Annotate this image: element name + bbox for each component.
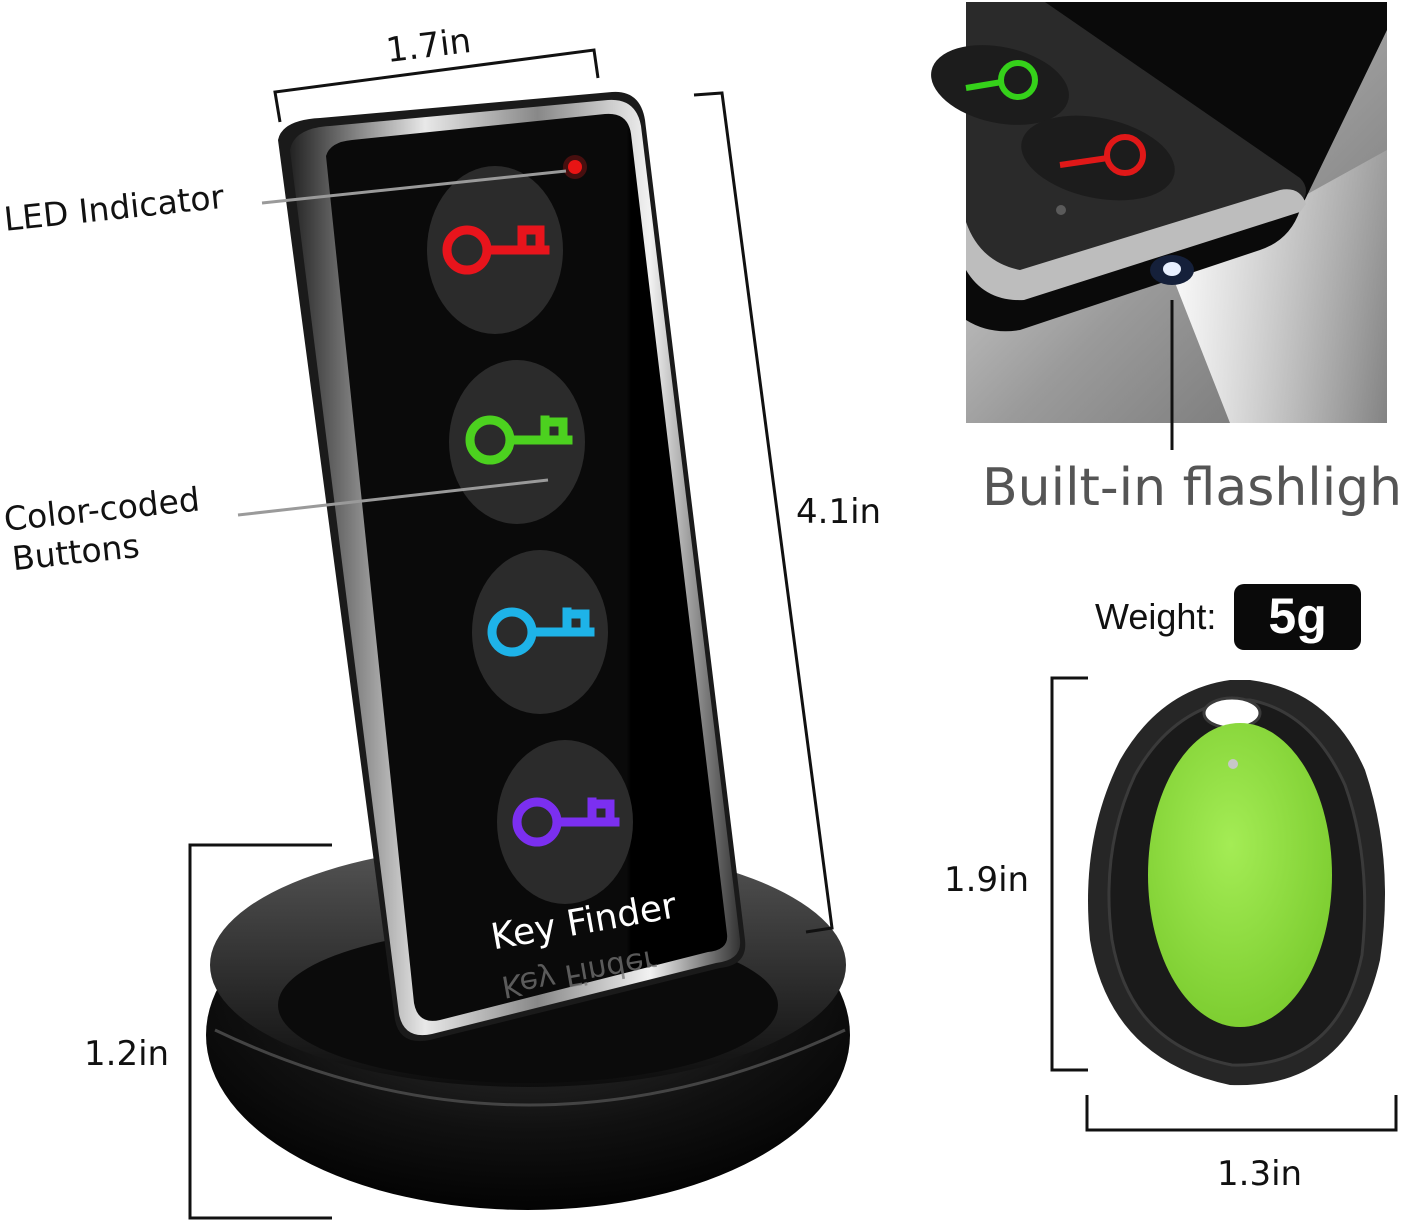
weight-label: Weight: (1095, 596, 1217, 637)
dim-label-tag-width: 1.3in (1217, 1154, 1303, 1194)
key-icon (512, 797, 620, 847)
buttons-callout-line (237, 478, 549, 517)
dimension-tag-width (1085, 1095, 1398, 1132)
led-callout-line (261, 169, 567, 205)
dim-label-tag-height: 1.9in (944, 860, 1030, 900)
flashlight-caption: Built-in flashlight (982, 458, 1403, 518)
key-icon (442, 225, 550, 275)
dim-label-height-main: 4.1in (796, 492, 882, 532)
key-icon (487, 607, 595, 657)
button-blue (472, 550, 608, 714)
dimension-height-base (188, 843, 332, 1220)
dimension-tag-height (1050, 676, 1088, 1072)
flashlight-inset (931, 2, 1387, 423)
dimension-height-main (693, 91, 834, 934)
key-icon (465, 415, 573, 465)
button-green (449, 360, 585, 524)
button-purple (497, 740, 633, 904)
weight-row: Weight: 5g (1095, 584, 1361, 650)
dim-label-height-base: 1.2in (84, 1034, 170, 1074)
dimension-width-main (273, 48, 600, 123)
button-red (427, 166, 563, 334)
weight-badge: 5g (1234, 584, 1361, 650)
tracker-tag (1088, 680, 1385, 1086)
